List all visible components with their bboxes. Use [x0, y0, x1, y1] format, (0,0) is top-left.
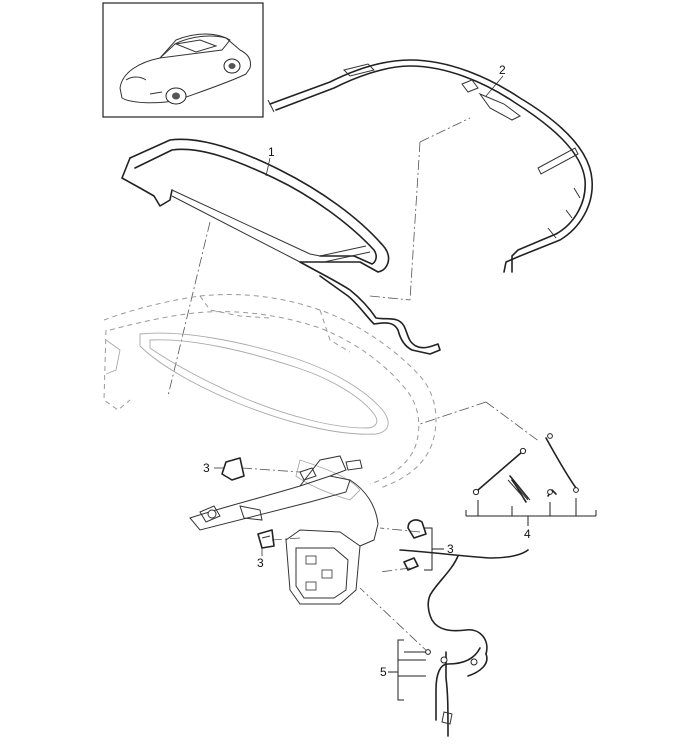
assembly-line-6 [419, 401, 487, 425]
vehicle-thumbnail [102, 2, 264, 118]
part-3-clip-a [221, 457, 245, 481]
part-4-cables [472, 433, 579, 503]
bracket-part-5 [388, 639, 426, 701]
bracket-part-4 [465, 498, 597, 526]
assembly-line-1 [167, 221, 211, 397]
assembly-line-10 [379, 567, 411, 573]
assembly-line-11 [359, 587, 431, 655]
car-icon [119, 33, 251, 105]
assembly-line-3 [409, 141, 421, 301]
assembly-line-8 [271, 537, 301, 541]
assembly-line-9 [379, 527, 421, 533]
part-3-bracket-b [257, 529, 275, 549]
callout-part-3a: 3 [203, 461, 210, 475]
bracket-part-3c [424, 527, 444, 571]
assembly-line-5 [485, 401, 541, 443]
part-5-hydraulic-lines [399, 549, 529, 737]
callout-part-3b: 3 [257, 556, 264, 570]
assembly-line-7 [241, 467, 301, 473]
assembly-line-4 [369, 295, 411, 301]
leader-part-2 [485, 75, 504, 97]
callout-part-1: 1 [268, 145, 275, 159]
leader-part-1 [265, 157, 271, 177]
part-1-rear-frame [121, 138, 441, 355]
ghost-vehicle-body [103, 294, 437, 501]
part-2-top-frame [267, 59, 593, 273]
callout-part-5: 5 [380, 665, 387, 679]
callout-part-3c: 3 [447, 542, 454, 556]
callout-part-2: 2 [499, 63, 506, 77]
assembly-line-2 [419, 117, 471, 143]
linkage-mechanism [189, 455, 379, 605]
callout-part-4: 4 [524, 527, 531, 541]
part-3-buffer-c [403, 519, 427, 571]
